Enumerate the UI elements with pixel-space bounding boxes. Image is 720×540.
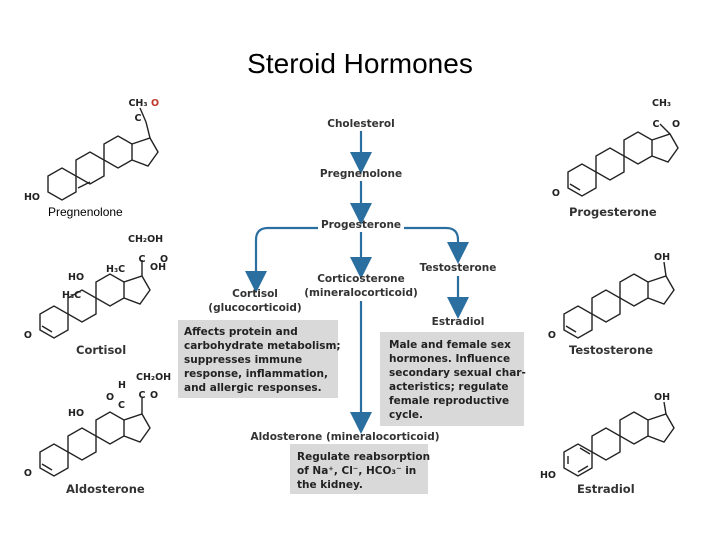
svg-text:O: O <box>552 188 560 199</box>
cortisol-note-line: carbohydrate metabolism; <box>184 340 341 352</box>
cholesterol-label: Cholesterol <box>327 118 395 130</box>
cortisol-note-line: response, inflammation, <box>184 368 328 380</box>
arrow-progesterone-testosterone <box>404 226 469 264</box>
cortisol-structure-label: Cortisol <box>76 343 126 357</box>
svg-text:C: C <box>118 400 125 411</box>
sex-note-line: hormones. Influence <box>389 353 510 365</box>
cortisol-note-line: Affects protein and <box>184 326 298 338</box>
pregnenolone-node-label: Pregnenolone <box>320 168 402 180</box>
testosterone-structure-label: Testosterone <box>569 343 653 357</box>
svg-text:OH: OH <box>654 392 670 403</box>
svg-text:HO: HO <box>24 192 40 203</box>
page-title: Steroid Hormones <box>247 48 473 79</box>
corticosterone-node-sublabel: (mineralocorticoid) <box>304 287 418 299</box>
estradiol-structure: HO OH <box>540 392 675 481</box>
svg-text:O: O <box>548 330 556 341</box>
svg-text:HO: HO <box>68 272 84 283</box>
svg-text:C: C <box>139 390 146 401</box>
sex-note-line: acteristics; regulate <box>389 381 509 393</box>
svg-text:C: C <box>139 254 146 265</box>
svg-text:CH₃: CH₃ <box>128 98 147 109</box>
pregnenolone-structure: HO CH₃ O C <box>24 98 159 203</box>
progesterone-node-label: Progesterone <box>321 219 401 231</box>
svg-text:H: H <box>118 380 126 391</box>
cortisol-note-line: and allergic responses. <box>184 382 322 394</box>
svg-text:CH₃: CH₃ <box>652 98 671 109</box>
aldosterone-note-box <box>290 444 428 494</box>
svg-text:C: C <box>653 119 660 130</box>
svg-text:O: O <box>150 390 158 401</box>
progesterone-structure: O CH₃ C O <box>552 98 680 199</box>
svg-text:OH: OH <box>150 262 166 273</box>
aldosterone-note-line: the kidney. <box>297 479 363 491</box>
sex-note-line: Male and female sex <box>389 339 511 351</box>
sex-hormone-note-box <box>380 332 524 426</box>
svg-text:CH₂OH: CH₂OH <box>128 234 163 245</box>
sex-note-line: female reproductive <box>389 395 509 407</box>
corticosterone-node-label: Corticosterone <box>317 273 405 285</box>
svg-text:H₃C: H₃C <box>62 290 81 301</box>
svg-text:O: O <box>106 392 114 403</box>
testosterone-structure: O OH <box>548 252 675 341</box>
aldosterone-structure: O CH₂OH C O H C O HO <box>24 372 171 479</box>
progesterone-structure-label: Progesterone <box>569 205 657 219</box>
svg-text:O: O <box>24 468 32 479</box>
aldosterone-structure-label: Aldosterone <box>66 482 145 496</box>
svg-text:CH₂OH: CH₂OH <box>136 372 171 383</box>
sex-note-line: secondary sexual char- <box>389 367 526 379</box>
testosterone-node-label: Testosterone <box>420 262 497 274</box>
arrow-progesterone-cortisol <box>245 226 318 293</box>
sex-note-line: cycle. <box>389 409 423 421</box>
svg-text:C: C <box>135 113 142 124</box>
estradiol-node-label: Estradiol <box>432 316 485 328</box>
svg-text:O: O <box>672 119 680 130</box>
estradiol-structure-label: Estradiol <box>577 482 635 496</box>
svg-text:H₃C: H₃C <box>106 264 125 275</box>
aldosterone-node-label: Aldosterone (mineralocorticoid) <box>250 431 439 443</box>
svg-text:HO: HO <box>540 470 556 481</box>
svg-text:OH: OH <box>654 252 670 263</box>
aldosterone-note-line: Regulate reabsorption <box>297 451 430 463</box>
pregnenolone-structure-label: Pregnenolone <box>48 205 123 219</box>
cortisol-node-sublabel: (glucocorticoid) <box>208 302 301 314</box>
svg-text:O: O <box>160 254 168 265</box>
cortisol-note-box <box>178 320 338 398</box>
aldosterone-note-line: of Na⁺, Cl⁻, HCO₃⁻ in <box>297 465 416 477</box>
cortisol-note-line: suppresses immune <box>184 354 302 366</box>
cortisol-structure: O CH₂OH C O OH HO H₃C H₃C <box>24 234 168 341</box>
svg-text:HO: HO <box>68 408 84 419</box>
svg-text:O: O <box>151 98 159 109</box>
cortisol-node-label: Cortisol <box>232 288 278 300</box>
svg-text:O: O <box>24 330 32 341</box>
